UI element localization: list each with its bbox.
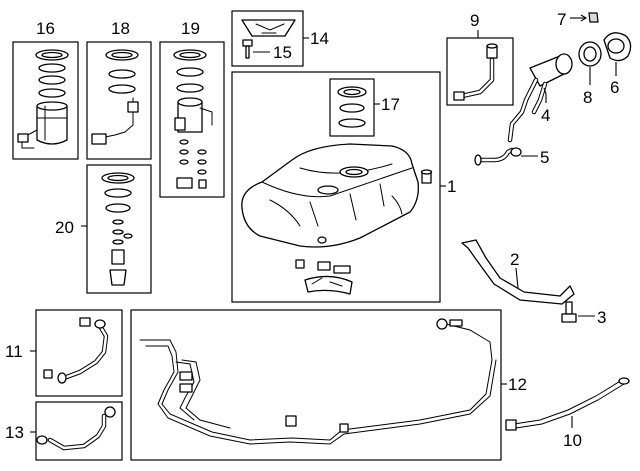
group-11-hose: 11 (5, 309, 123, 397)
callout-16: 16 (36, 19, 55, 38)
callout-9: 9 (470, 11, 479, 30)
group-19-fuel-pump-kit: 19 (159, 19, 225, 198)
group-4-filler-pipe: 4 (507, 53, 573, 143)
callout-2: 2 (510, 250, 519, 269)
callout-20: 20 (55, 218, 74, 237)
callout-1: 1 (447, 177, 456, 196)
group-3-bolt: 3 (561, 301, 606, 327)
callout-4: 4 (541, 106, 550, 125)
callout-3: 3 (597, 308, 606, 327)
box-13 (35, 401, 123, 461)
callout-19: 19 (181, 19, 200, 38)
callout-8: 8 (583, 88, 592, 107)
box-19 (159, 41, 225, 198)
group-16-fuel-pump: 16 (12, 19, 79, 160)
group-9-vent-hose: 9 (446, 11, 514, 106)
group-1-fuel-tank: 1 17 (231, 71, 456, 303)
group-2-tank-strap: 2 (461, 239, 575, 305)
callout-18: 18 (111, 19, 130, 38)
callout-14: 14 (310, 29, 329, 48)
callout-15: 15 (273, 43, 292, 62)
box-20 (86, 164, 152, 294)
group-20-pump-parts: 20 (55, 164, 152, 294)
box-17 (329, 78, 375, 137)
group-12-fuel-lines: 12 (130, 309, 527, 461)
box-14 (231, 10, 304, 67)
callout-11: 11 (5, 342, 23, 361)
box-9 (446, 37, 514, 106)
group-13-hose: 13 (5, 401, 123, 461)
group-14-15-cover: 14 15 (231, 10, 329, 67)
box-12 (130, 309, 502, 461)
callout-7: 7 (557, 10, 566, 29)
box-1 (231, 71, 441, 303)
callout-6: 6 (610, 78, 619, 97)
group-5-filler-hose: 5 (474, 147, 549, 167)
callout-10: 10 (563, 431, 582, 450)
callout-13: 13 (5, 423, 24, 442)
callout-17: 17 (381, 95, 400, 114)
group-18-fuel-pump-alt: 18 (86, 19, 152, 160)
group-6-7-8-cap: 7 8 6 (557, 10, 632, 107)
callout-12: 12 (508, 375, 527, 394)
callout-5: 5 (540, 148, 549, 167)
group-10-fuel-line: 10 (505, 377, 630, 450)
box-18 (86, 41, 152, 160)
box-16 (12, 41, 79, 160)
box-11 (35, 309, 123, 397)
